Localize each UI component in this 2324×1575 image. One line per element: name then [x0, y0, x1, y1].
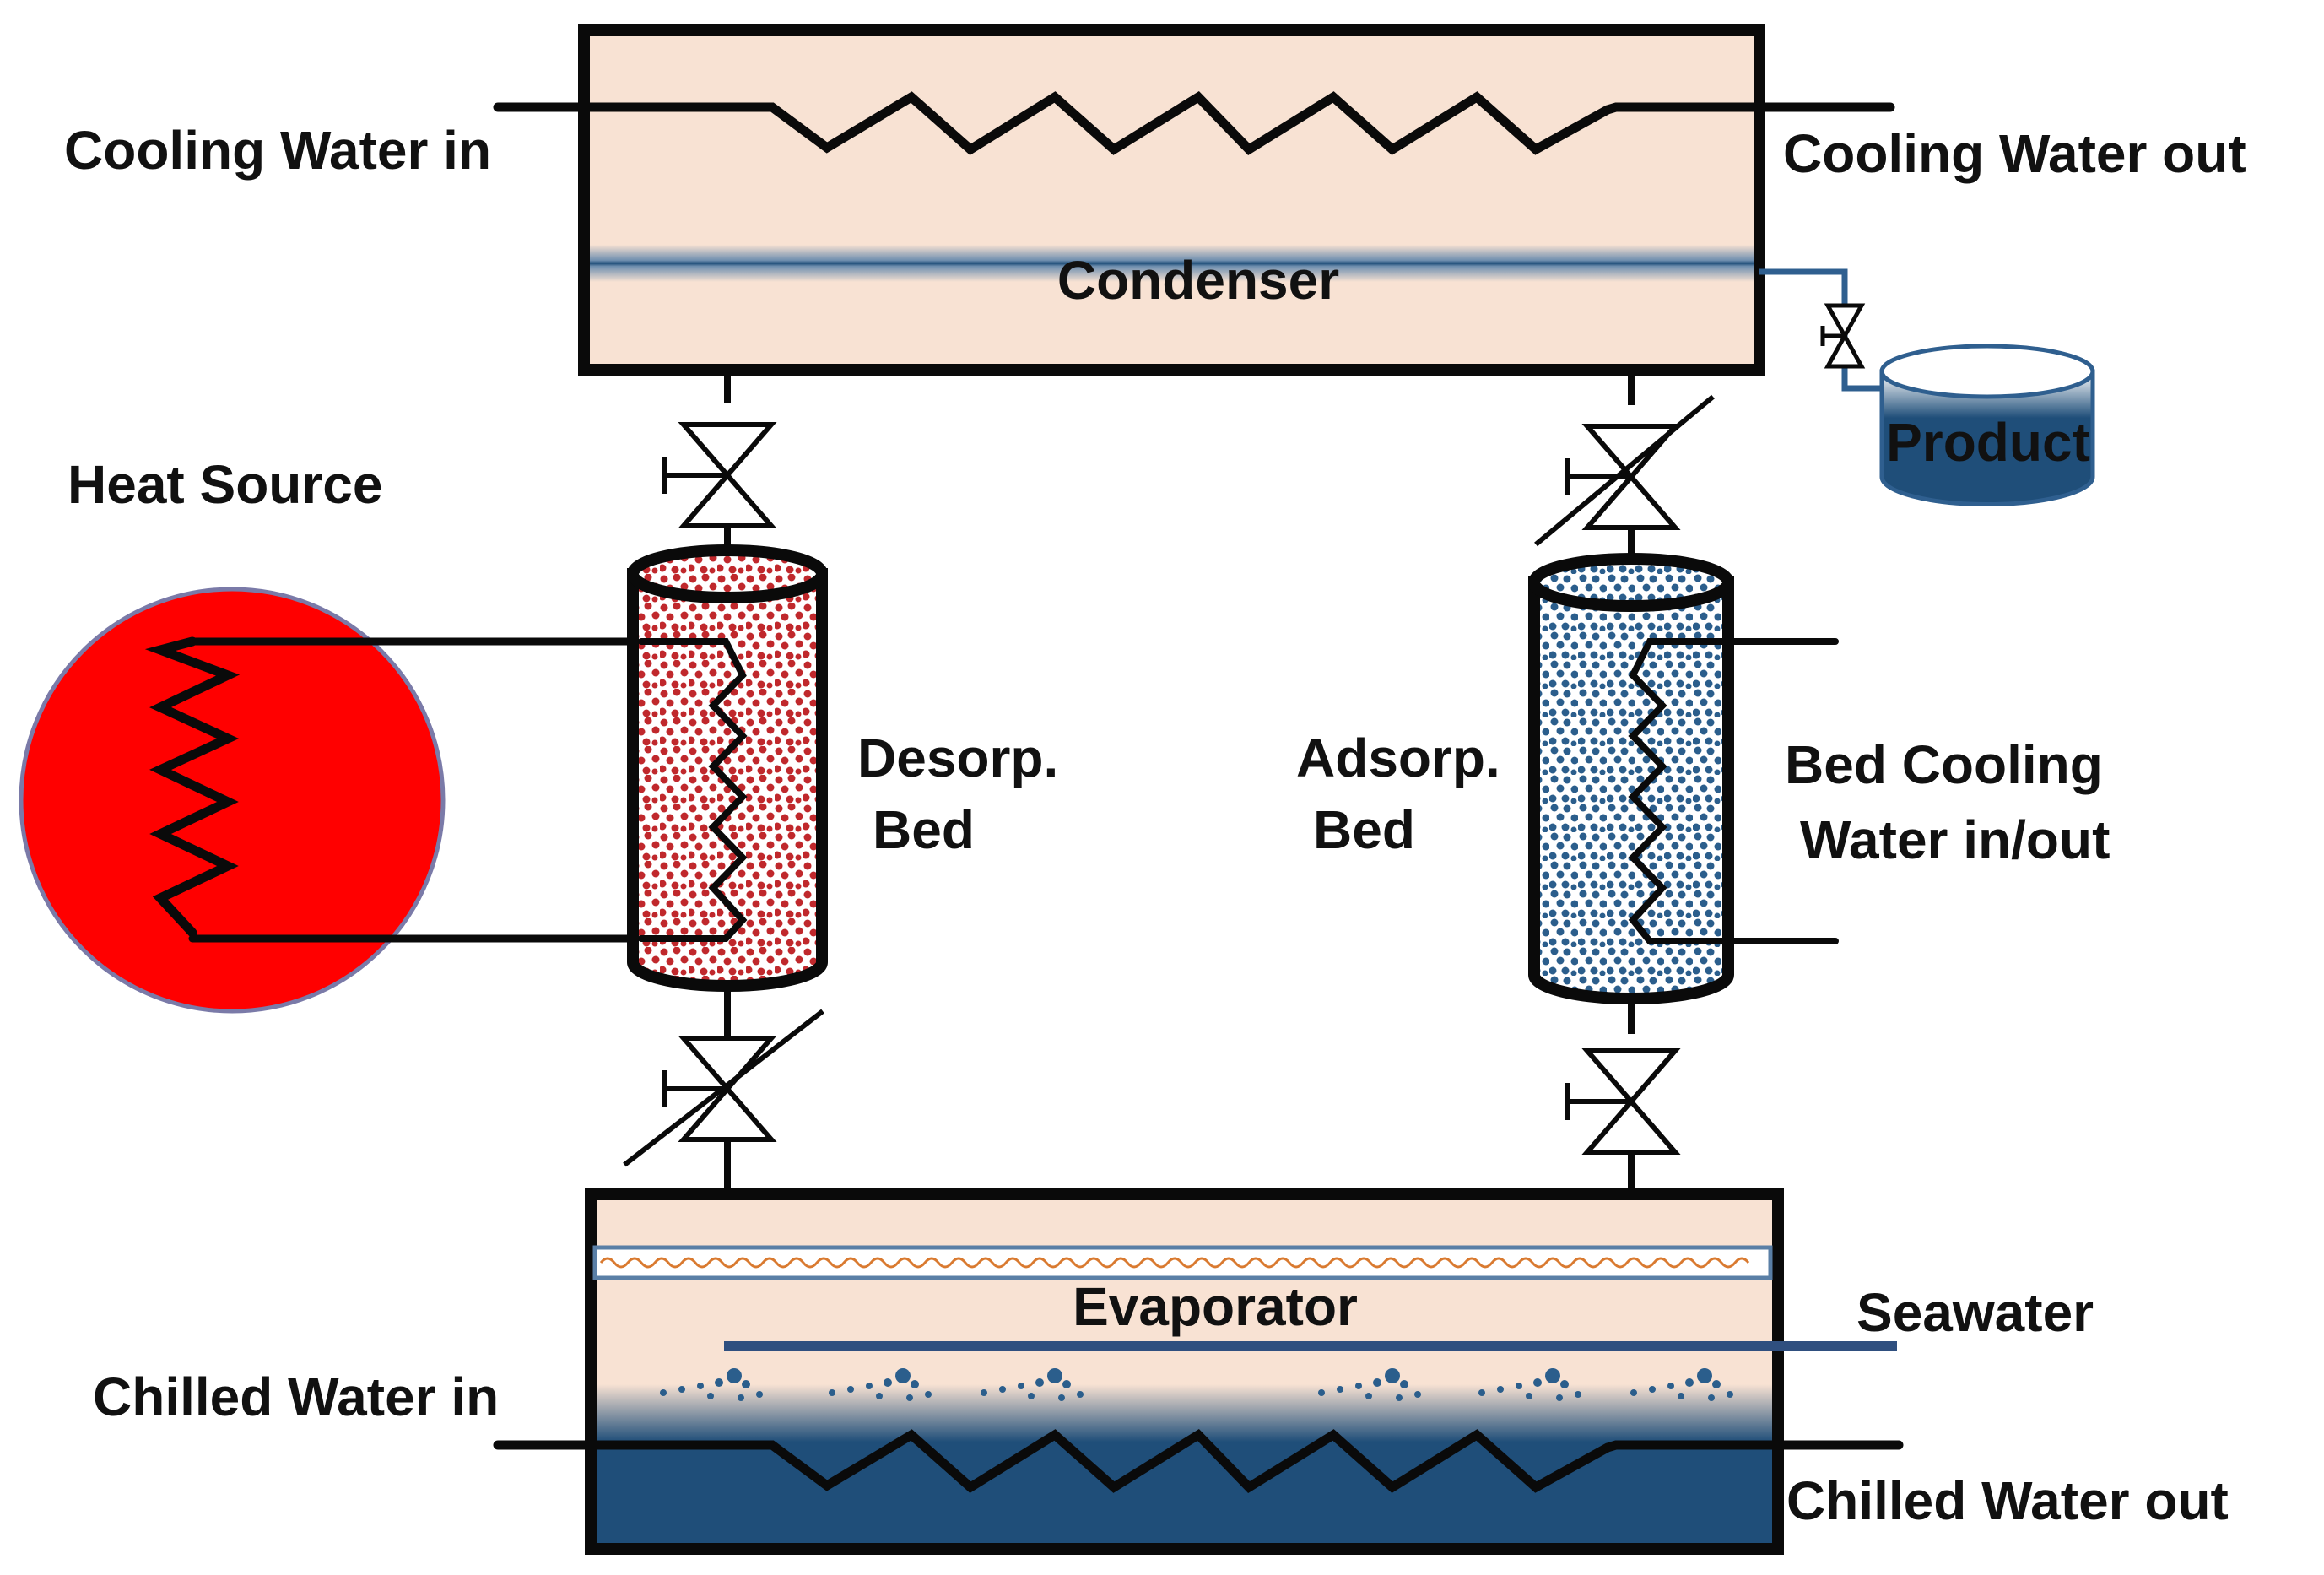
desorp-bed-label-line2: Bed [873, 799, 975, 860]
desorp-bed-vessel [627, 544, 828, 992]
product-label: Product [1886, 412, 2090, 473]
condenser-coil-icon [493, 90, 1895, 156]
adsorp-bed-label-line2: Bed [1313, 799, 1415, 860]
adsorp-top-check-slash [1534, 394, 1715, 547]
condenser-label: Condenser [1057, 250, 1339, 311]
adsorp-bed-label-line1: Adsorp. [1296, 728, 1500, 788]
bed-cooling-label-line1: Bed Cooling [1785, 734, 2103, 795]
chilled-water-out-label: Chilled Water out [1786, 1470, 2229, 1531]
evaporator-label: Evaporator [1073, 1276, 1358, 1337]
adsorp-bed-vessel [1528, 553, 1734, 1004]
chilled-water-in-label: Chilled Water in [93, 1367, 499, 1427]
bed-cooling-label-line2: Water in/out [1800, 809, 2110, 870]
evaporator-tube-strip [592, 1245, 1773, 1280]
product-valve-icon [1820, 303, 1866, 369]
spray-droplets [660, 1368, 1733, 1401]
heat-source-label: Heat Source [68, 454, 382, 515]
condenser-vessel [578, 24, 1765, 376]
desorp-top-valve-icon [664, 425, 771, 526]
cooling-water-in-label: Cooling Water in [64, 120, 491, 181]
evaporator-coil-icon [493, 1428, 1904, 1494]
desorp-bed-label-line1: Desorp. [857, 728, 1058, 788]
seawater-label: Seawater [1856, 1282, 2094, 1343]
cooling-water-out-label: Cooling Water out [1783, 123, 2246, 184]
desorp-bed-coil-icon [638, 638, 748, 942]
adsorp-bottom-valve-icon [1568, 1051, 1675, 1152]
desorp-bottom-check-slash [623, 1009, 824, 1167]
product-tank-icon [1879, 344, 2095, 506]
heat-source-coil-icon [144, 636, 241, 938]
adsorp-bed-coil-icon [1628, 638, 1839, 944]
